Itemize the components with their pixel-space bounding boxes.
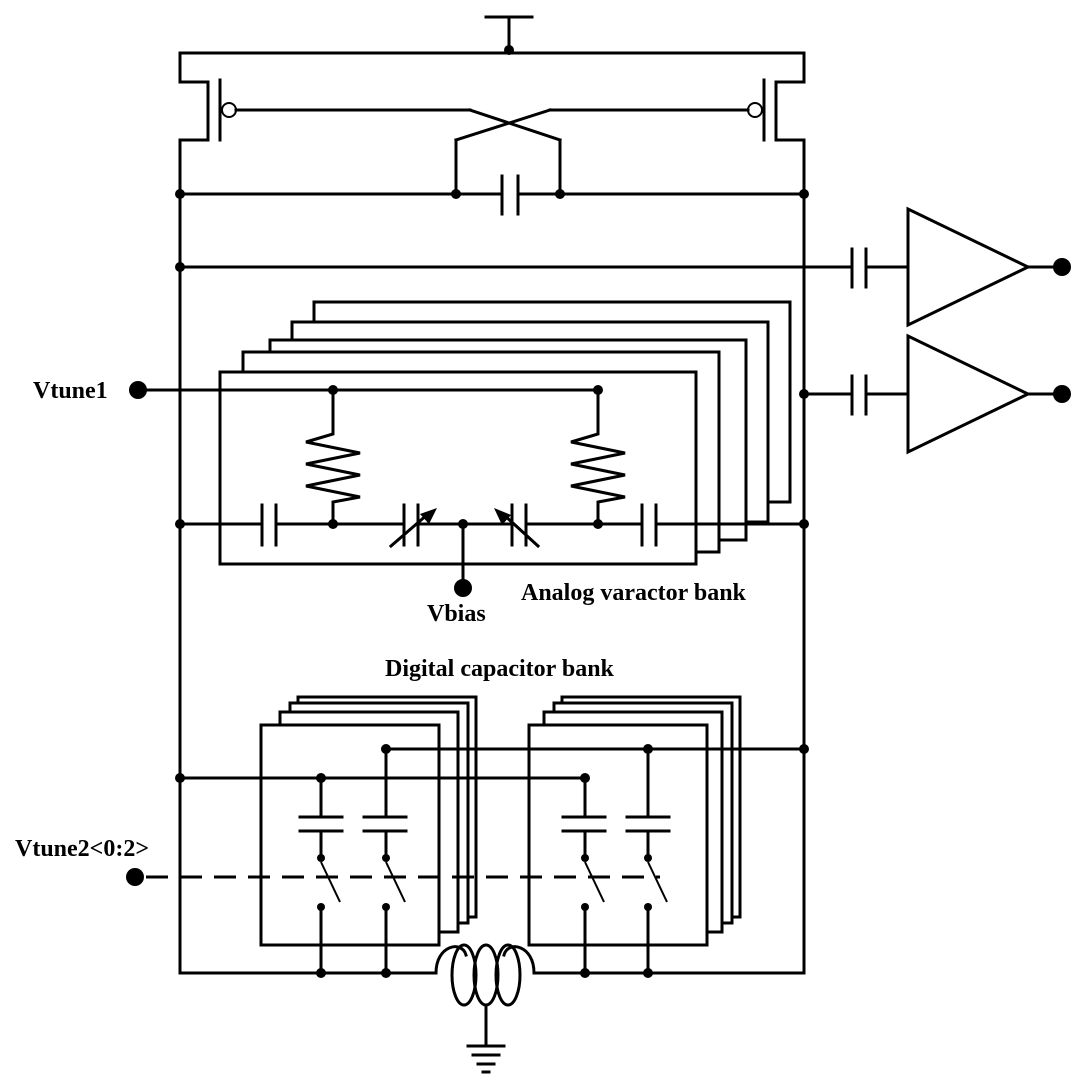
ground-icon: [466, 1003, 506, 1074]
output-terminal-1[interactable]: [1053, 258, 1071, 276]
switched-capacitor-1: [298, 776, 344, 975]
output-path-2: [799, 374, 910, 416]
buffer-icon: [906, 333, 1032, 455]
pmos-left: [178, 78, 237, 142]
varactor-icon: [388, 508, 437, 549]
vbias-terminal: [454, 522, 472, 597]
vbias-label: Vbias: [427, 601, 486, 627]
varactor-icon: [494, 508, 541, 549]
supply-rail: [178, 51, 806, 84]
digital-bank-left-stack: [259, 695, 478, 947]
output-path-1: [175, 247, 910, 289]
vtune1-line: [129, 381, 603, 399]
switched-capacitor-4: [625, 747, 671, 975]
supply-icon: [484, 15, 534, 55]
switched-capacitor-2: [362, 747, 408, 975]
resistor-icon: [305, 388, 361, 526]
buffer-icon: [906, 206, 1032, 328]
inductor-icon: [434, 943, 536, 1007]
coupling-capacitor-row: [175, 174, 809, 216]
varactor-row: [175, 503, 809, 547]
switched-capacitor-3: [561, 776, 607, 975]
analog-bank-label: Analog varactor bank: [521, 580, 747, 606]
resistor-icon: [570, 388, 626, 526]
cross-coupling: [234, 108, 750, 196]
pmos-right: [747, 78, 806, 142]
digital-bank-right-stack: [527, 695, 742, 947]
digital-bank-label: Digital capacitor bank: [385, 656, 615, 682]
output-terminal-2[interactable]: [1053, 385, 1071, 403]
vtune1-label: Vtune1: [33, 378, 108, 404]
bottom-rail: [178, 968, 806, 978]
analog-bank-stack: [218, 300, 792, 566]
vtune2-label: Vtune2<0:2>: [15, 836, 149, 862]
vtune2-control-line: [126, 868, 660, 886]
